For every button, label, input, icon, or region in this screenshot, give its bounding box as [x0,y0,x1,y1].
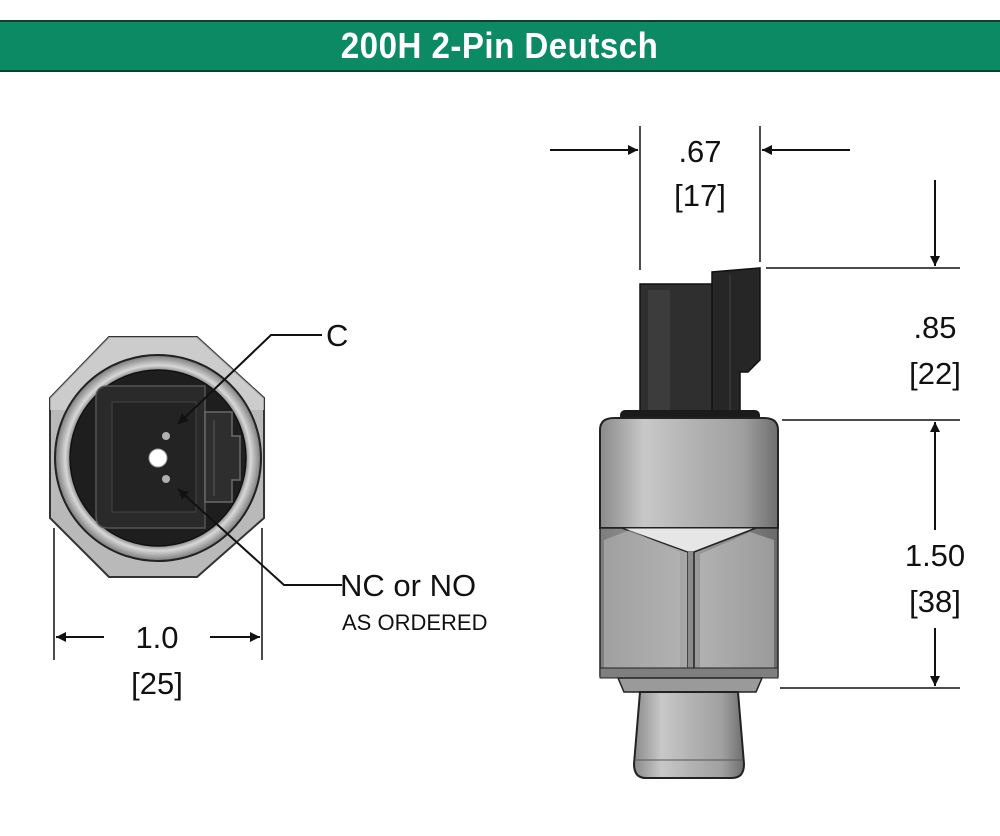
connector-width-in: .67 [678,134,721,169]
upper-body [599,417,779,529]
pin-c [162,432,170,440]
label-as-ordered: AS ORDERED [342,610,487,635]
side-view: .67 [17] .85 [22] 1.50 [38] [550,126,965,779]
pressure-port [632,691,746,779]
front-view: C NC or NO AS ORDERED 1.0 [25] [49,318,487,701]
center-hole [148,448,168,468]
hex-bottom-edge [599,667,779,679]
connector-body-highlight [648,290,670,412]
leader-c [177,334,322,425]
width-in: 1.0 [135,620,178,655]
connector-height-in: .85 [913,310,956,345]
pin-nc-no [162,475,170,483]
label-nc-no: NC or NO [340,568,476,603]
leader-nc-no [177,488,342,586]
connector-height-mm: [22] [909,356,961,391]
hex-face-right [700,532,774,670]
connector-width-mm: [17] [674,178,726,213]
body-height-in: 1.50 [905,538,965,573]
title-banner: 200H 2-Pin Deutsch [0,20,1000,72]
page-title: 200H 2-Pin Deutsch [341,25,659,66]
thread-neck [616,677,764,693]
hex-flat-center [688,552,694,676]
connector-latch-side [711,267,761,417]
width-mm: [25] [131,666,183,701]
body-height-mm: [38] [909,584,961,619]
label-c: C [326,318,348,353]
hex-face-left [604,530,680,670]
